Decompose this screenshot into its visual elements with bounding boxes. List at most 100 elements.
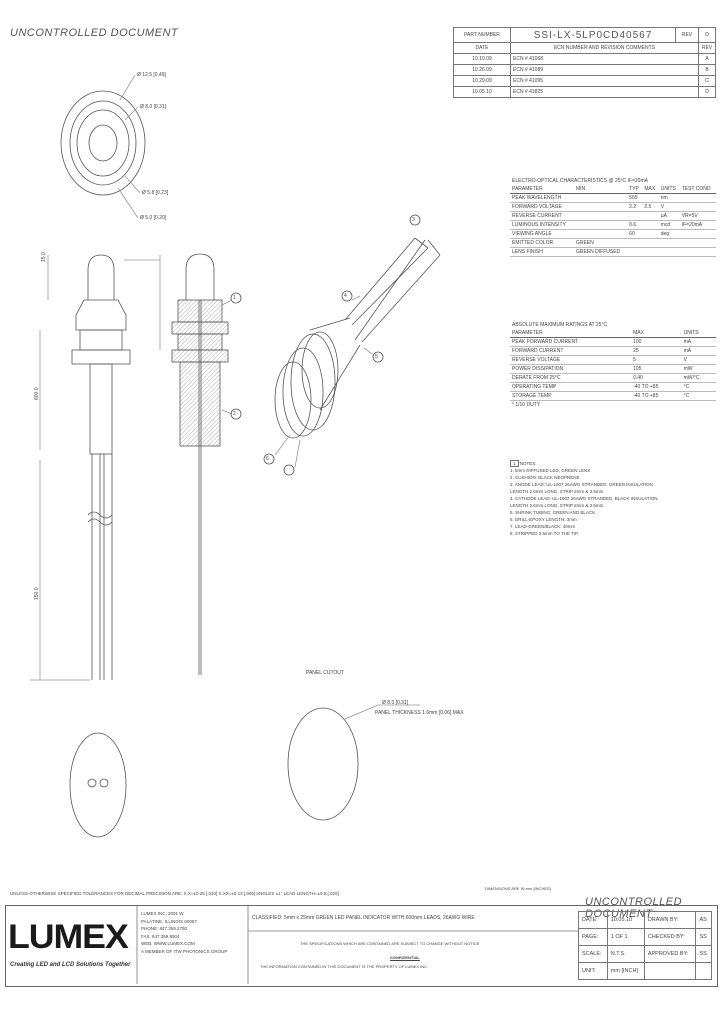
note-item: 3. ANODE LEAD: UL-1007 26AWG STRANDED, G…: [510, 482, 653, 487]
am-header-cell: UNITS: [681, 329, 716, 338]
dimensions-note: DIMENSIONS ARE IN mm [INCHES]: [485, 886, 551, 891]
rev-letter: D: [698, 86, 716, 98]
eo-cell: [679, 229, 716, 239]
eo-cell: GREEN DIFFUSED: [573, 247, 628, 257]
absolute-max-caption: ABSOLUTE MAXIMUM RATINGS AT 25°C: [512, 322, 608, 328]
revision-header-row: DATE ECN NUMBER AND REVISION COMMENTS RE…: [453, 42, 716, 54]
address-line: WEB: WWW.LUMEX.COM: [141, 941, 195, 946]
part-description: CLASSIFIED: 5mm x 25mm GREEN LED PANEL I…: [252, 915, 475, 921]
eo-cell: [679, 193, 716, 203]
panel-hole-label: Ø 8.0 [0.31]: [382, 700, 409, 706]
eo-cell: GREEN: [573, 238, 628, 248]
title-block-cell: AS: [695, 911, 712, 929]
rev-date: 10.05.10: [453, 86, 511, 98]
eo-cell: 0.6: [627, 220, 643, 230]
am-cell: °C: [681, 391, 716, 401]
eo-cell: IF=20mA: [679, 220, 716, 230]
am-row: OPERATING TEMP-40 TO +85°C: [510, 382, 716, 392]
note-item: 4. CATHODE LEAD: UL-1007 26AWG STRANDED,…: [510, 496, 658, 501]
eo-cell: nm: [658, 193, 680, 203]
revision-row: 10.05.10 ECN # 41825 D: [453, 86, 716, 98]
eo-cell: [627, 211, 643, 221]
title-block-cell: CHECKED BY:: [643, 928, 697, 946]
title-block-cell: N.T.S.: [606, 945, 645, 963]
absolute-max-footnote: * 1/10 DUTY: [512, 402, 541, 408]
eo-header-cell: TEST COND: [679, 185, 716, 194]
address-line: A MEMBER OF ITW PHOTONICS GROUP: [141, 948, 228, 954]
am-cell: mA: [681, 337, 716, 347]
eo-cell: [642, 229, 659, 239]
am-cell: STORAGE TEMP: [510, 391, 632, 401]
rev-comment: ECN # 41825: [510, 86, 699, 98]
address-line: PHONE: 847.359.2790: [141, 926, 188, 931]
eo-cell: [642, 193, 659, 203]
address-line: FAX: 847.359.8904: [141, 933, 180, 939]
isometric-view: [274, 237, 441, 468]
notes-title: 1 NOTES:: [510, 460, 657, 467]
eo-cell: [573, 229, 628, 239]
notes-title-text: NOTES:: [519, 461, 537, 466]
eo-cell: 2.2: [627, 202, 643, 212]
dim-label-side: 15.0: [41, 252, 47, 262]
notes-marker: 1: [510, 460, 519, 467]
eo-cell: [658, 238, 680, 248]
eo-cell: [573, 202, 628, 212]
legal-spec-note: THE SPECIFICATIONS WHICH ARE CONTAINED A…: [300, 941, 480, 946]
panel-cutout-view: [287, 704, 420, 821]
eo-cell: [658, 247, 680, 257]
eo-cell: µA: [658, 211, 680, 221]
am-cell: POWER DISSIPATION: [510, 364, 632, 374]
lumex-logo: LUMEX: [8, 918, 129, 956]
am-header-cell: PARAMETER: [510, 329, 632, 338]
company-tagline: Creating LED and LCD Solutions Together: [10, 962, 131, 968]
side-view: [30, 254, 161, 681]
title-block-cell: DATE:: [578, 911, 608, 929]
eo-cell: 60: [627, 229, 643, 239]
eo-header-cell: MAX: [642, 185, 659, 194]
notes-block: 1 NOTES: 1. 5mm DIFFUSED LED, GREEN LENS…: [510, 460, 657, 537]
title-block-cell: DRAWN BY:: [643, 911, 697, 929]
title-block-cell: 1 OF 1: [606, 928, 645, 946]
am-cell: °C: [681, 382, 716, 392]
legal-confidential: CONFIDENTIAL: [390, 955, 420, 960]
title-block-cell: SS: [695, 928, 712, 946]
eo-cell: [573, 220, 628, 230]
eo-header-cell: MIN: [573, 185, 628, 194]
eo-header-cell: PARAMETER: [510, 185, 574, 194]
note-item: 8. STRIPPED 3.5mm TO THE TIP: [510, 531, 579, 536]
eo-cell: V: [658, 202, 680, 212]
am-cell: 0.40: [631, 373, 682, 383]
callout-label: 1: [233, 295, 236, 301]
title-block-row: UNIT:mm [INCH]: [578, 962, 712, 980]
panel-cutout-label: PANEL CUTOUT: [306, 670, 344, 676]
title-block-cell: 10.05.10: [606, 911, 645, 929]
dim-label-led: Ø 5.0 [0.20]: [140, 215, 167, 221]
uncontrolled-stamp-top: UNCONTROLLED DOCUMENT: [10, 27, 179, 39]
title-block-cell: SCALE:: [578, 945, 608, 963]
eo-cell: VIEWING ANGLE: [510, 229, 574, 239]
am-cell: 25: [631, 346, 682, 356]
dim-label-flange: Ø 8.0 [0.31]: [140, 104, 167, 110]
eo-cell: mcd: [658, 220, 680, 230]
eo-cell: LUMINOUS INTENSITY: [510, 220, 574, 230]
address-line: PALATINE, ILLINOIS 60067: [141, 918, 197, 924]
eo-header-row: PARAMETER MIN TYP MAX UNITS TEST COND: [510, 185, 716, 194]
eo-cell: [642, 220, 659, 230]
rev-header-rev: REV: [698, 42, 716, 54]
legal-property-note: THE INFORMATION CONTAINED IN THIS DOCUME…: [260, 964, 429, 969]
eo-cell: [642, 211, 659, 221]
eo-cell: REVERSE CURRENT: [510, 211, 574, 221]
am-cell: FORWARD CURRENT: [510, 346, 632, 356]
eo-cell: [679, 202, 716, 212]
am-cell: OPERATING TEMP: [510, 382, 632, 392]
eo-cell: [679, 247, 716, 257]
